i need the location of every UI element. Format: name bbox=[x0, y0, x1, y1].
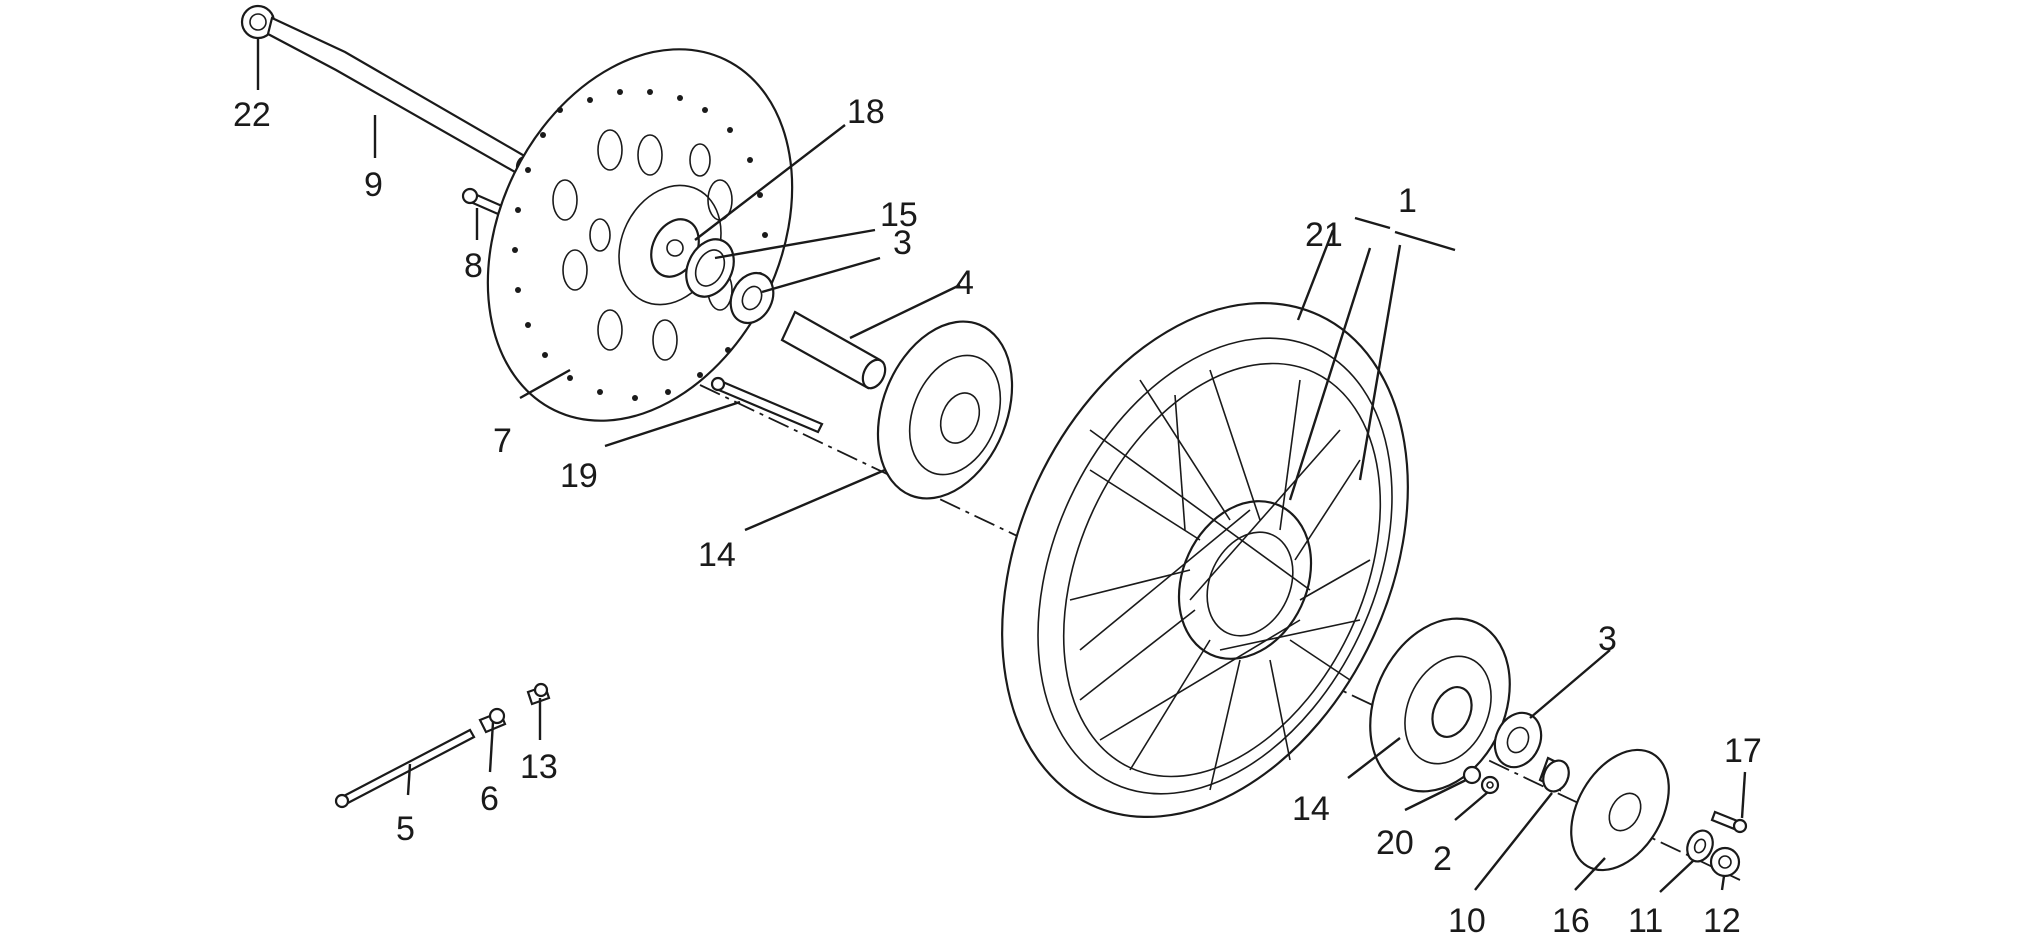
label-16: 16 bbox=[1552, 902, 1590, 940]
label-19: 19 bbox=[560, 457, 598, 495]
part-nut-2 bbox=[1480, 775, 1500, 795]
part-bearing-3-left bbox=[729, 271, 775, 325]
label-7: 7 bbox=[493, 422, 512, 460]
callout-labels: 22 9 18 15 3 4 8 7 19 14 1 21 3 14 20 2 … bbox=[233, 93, 1762, 940]
part-washer-20 bbox=[1462, 765, 1482, 785]
label-22: 22 bbox=[233, 96, 271, 134]
part-brake-disc-7 bbox=[486, 48, 794, 422]
label-20: 20 bbox=[1376, 824, 1414, 862]
label-3-right: 3 bbox=[1598, 620, 1617, 658]
label-8: 8 bbox=[464, 247, 483, 285]
label-15: 15 bbox=[880, 196, 918, 234]
part-axle-9 bbox=[266, 16, 535, 179]
label-11: 11 bbox=[1628, 902, 1663, 940]
part-wheel-21 bbox=[1001, 302, 1409, 818]
part-rod-5 bbox=[334, 728, 476, 809]
label-14-left: 14 bbox=[698, 536, 736, 574]
label-1: 1 bbox=[1398, 182, 1417, 220]
part-nipple-6 bbox=[478, 707, 507, 734]
part-cover-16 bbox=[1570, 748, 1670, 872]
label-5: 5 bbox=[396, 810, 415, 848]
label-2: 2 bbox=[1433, 840, 1452, 878]
part-pin-19 bbox=[710, 376, 824, 434]
part-seal-15 bbox=[685, 238, 735, 298]
part-flange-14-left bbox=[876, 320, 1014, 500]
label-10: 10 bbox=[1448, 902, 1486, 940]
label-18: 18 bbox=[847, 93, 885, 131]
label-4: 4 bbox=[955, 264, 974, 302]
leader-lines bbox=[256, 38, 1747, 893]
part-screw-17 bbox=[1710, 810, 1748, 834]
label-13: 13 bbox=[520, 748, 558, 786]
part-nut-12 bbox=[1709, 846, 1741, 878]
label-14-right: 14 bbox=[1292, 790, 1330, 828]
part-spacer-4 bbox=[780, 310, 887, 390]
part-washer-11 bbox=[1686, 829, 1714, 863]
label-9: 9 bbox=[364, 166, 383, 204]
label-3-left: 3 bbox=[893, 224, 912, 262]
part-bolt-8 bbox=[461, 187, 504, 216]
label-6: 6 bbox=[480, 780, 499, 818]
label-21: 21 bbox=[1305, 216, 1343, 254]
label-17: 17 bbox=[1724, 732, 1762, 770]
part-bearing-3-right bbox=[1493, 711, 1543, 769]
part-spacer-10 bbox=[1538, 756, 1570, 793]
part-cap-13 bbox=[526, 682, 551, 706]
label-12: 12 bbox=[1703, 902, 1741, 940]
